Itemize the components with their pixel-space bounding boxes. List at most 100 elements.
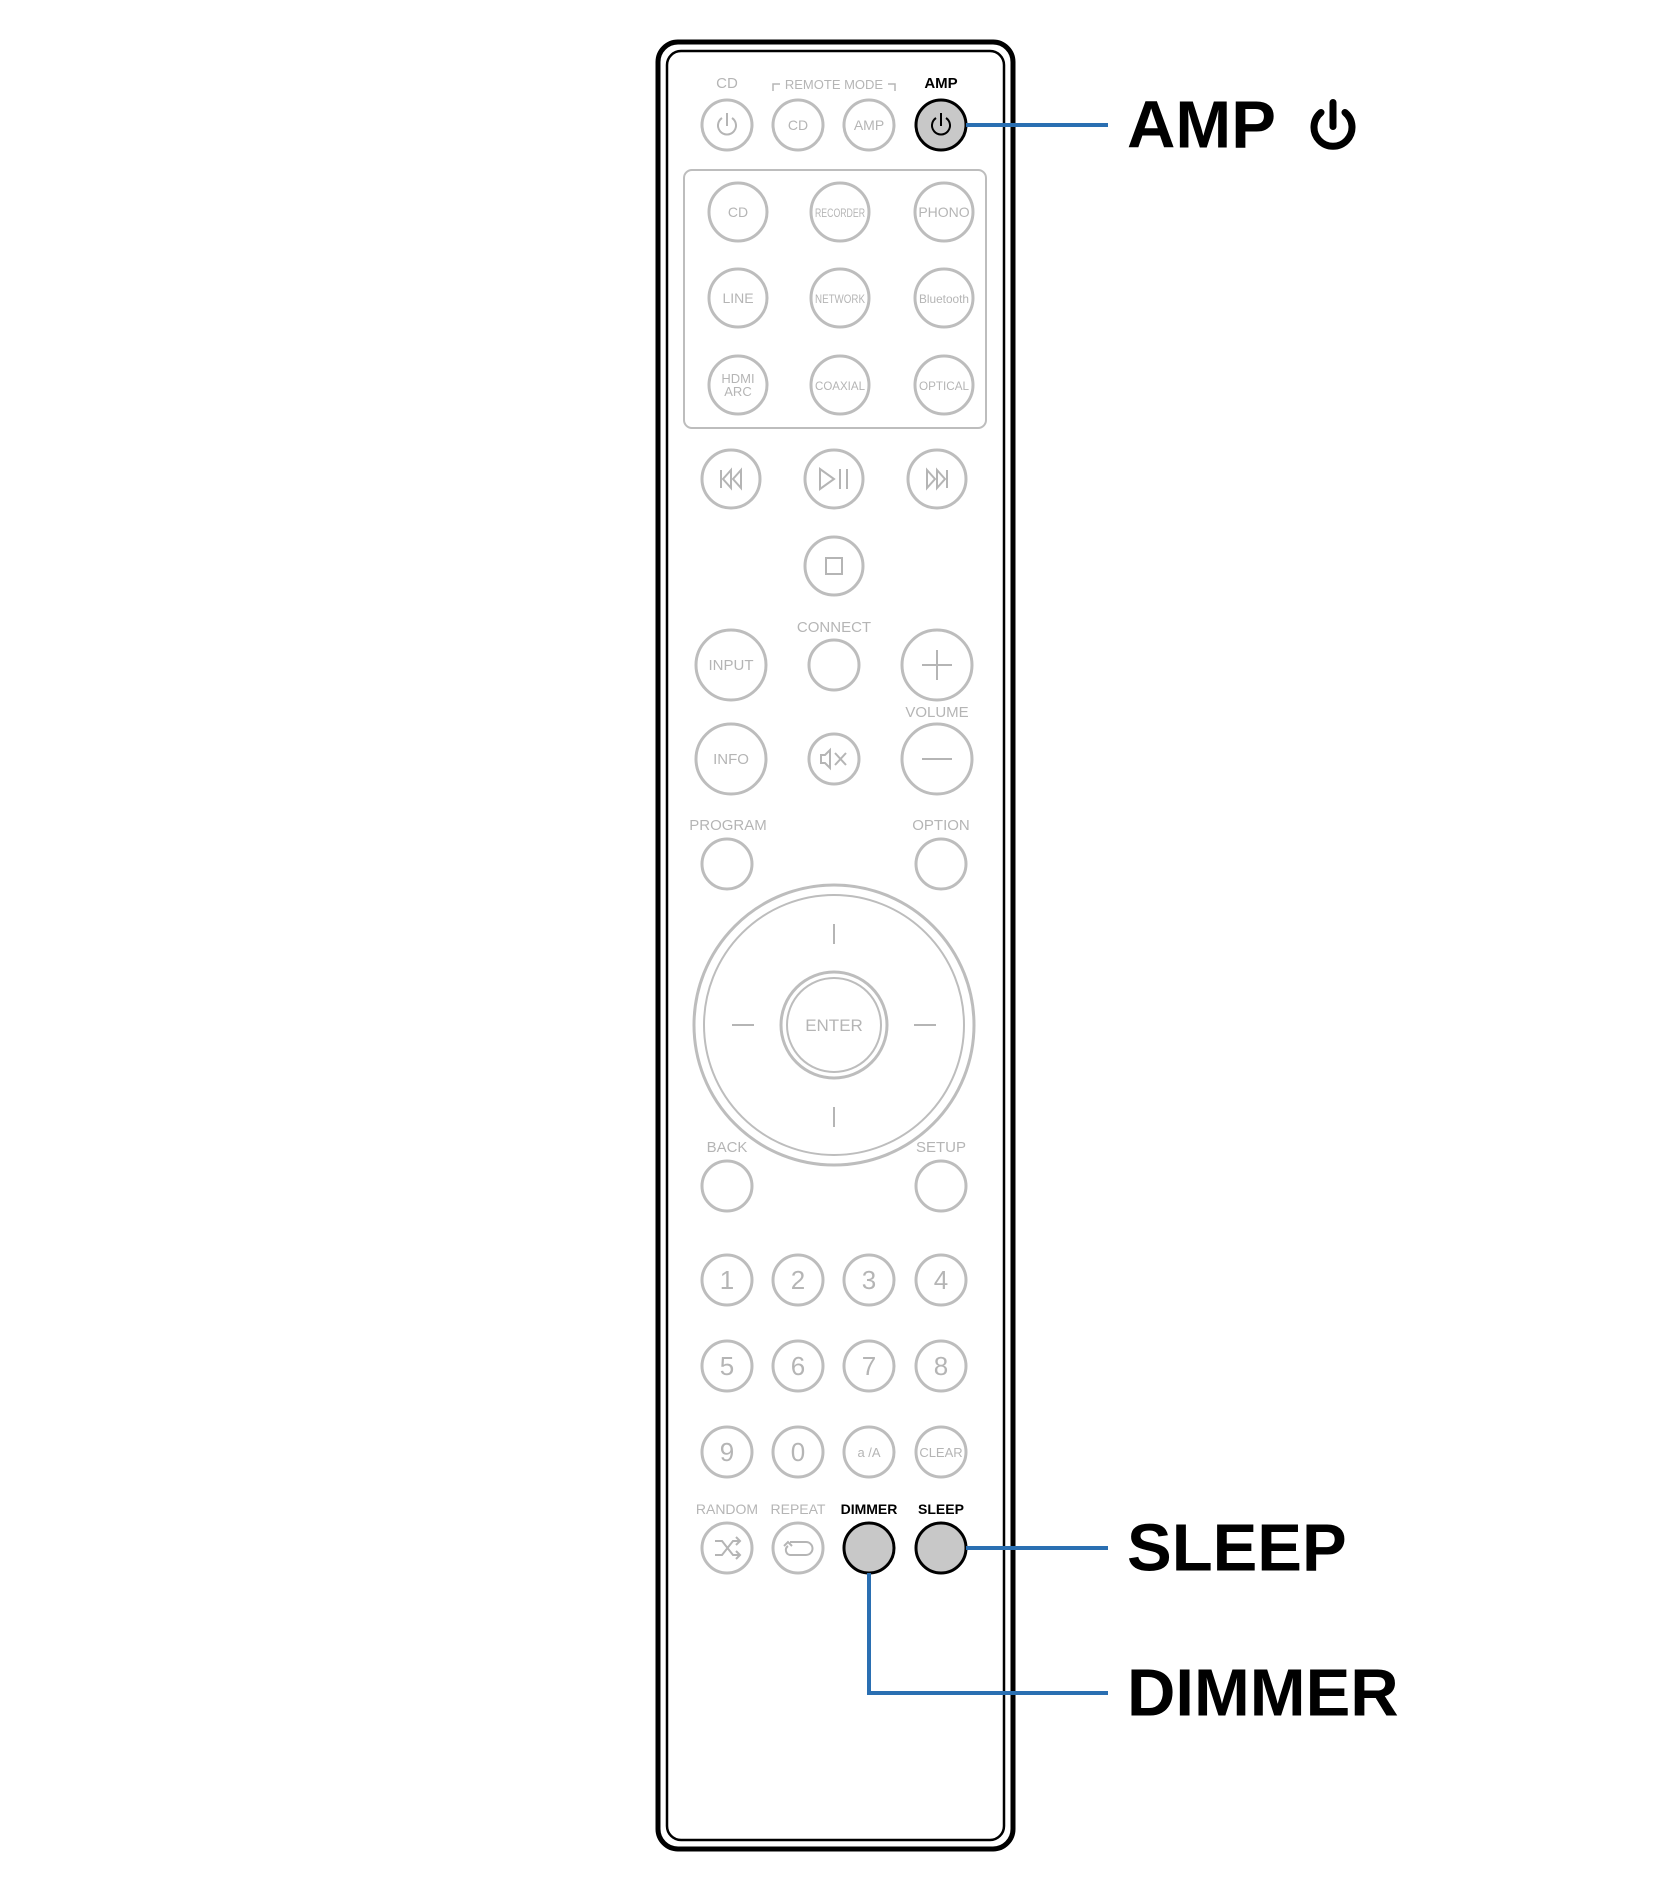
dimmer-callout-line xyxy=(867,1573,1108,1695)
number-key-7[interactable]: 7 xyxy=(842,1339,896,1393)
random-button[interactable] xyxy=(700,1521,754,1575)
source-button-label: RECORDER xyxy=(815,206,865,220)
source-button-phono[interactable]: PHONO xyxy=(913,181,975,243)
dimmer-callout: DIMMER xyxy=(1127,1660,1399,1727)
number-key-label: 7 xyxy=(862,1351,876,1381)
source-button-network[interactable]: NETWORK xyxy=(809,267,871,329)
program-button[interactable] xyxy=(700,837,754,891)
number-key-label: 6 xyxy=(791,1351,805,1381)
volume-down-button[interactable] xyxy=(900,722,974,796)
option-button[interactable] xyxy=(914,837,968,891)
amp-power-callout: AMP xyxy=(1127,92,1359,159)
number-key-a-a[interactable]: a /A xyxy=(842,1425,896,1479)
plus-icon xyxy=(922,650,952,680)
number-key-8[interactable]: 8 xyxy=(914,1339,968,1393)
power-icon xyxy=(931,113,951,136)
number-key-5[interactable]: 5 xyxy=(700,1339,754,1393)
number-key-label: 0 xyxy=(791,1437,805,1467)
skip-forward-button[interactable] xyxy=(906,448,968,510)
remote-mode-cd-label: CD xyxy=(788,117,808,133)
number-key-clear[interactable]: CLEAR xyxy=(914,1425,968,1479)
setup-label: SETUP xyxy=(916,1139,966,1156)
random-label: RANDOM xyxy=(696,1501,758,1517)
number-key-label: a /A xyxy=(857,1445,880,1460)
source-button-label: ARC xyxy=(724,384,751,399)
play-pause-button[interactable] xyxy=(803,448,865,510)
source-button-label: PHONO xyxy=(918,204,969,220)
source-button-label: HDMI xyxy=(721,371,754,386)
number-key-1[interactable]: 1 xyxy=(700,1253,754,1307)
number-key-label: 5 xyxy=(720,1351,734,1381)
program-label: PROGRAM xyxy=(689,817,767,834)
sleep-callout-text: SLEEP xyxy=(1127,1510,1347,1586)
number-key-3[interactable]: 3 xyxy=(842,1253,896,1307)
shuffle-icon xyxy=(715,1536,742,1560)
volume-label: VOLUME xyxy=(905,704,968,721)
source-button-label: CD xyxy=(728,204,748,220)
number-key-label: CLEAR xyxy=(919,1445,962,1460)
repeat-button[interactable] xyxy=(771,1521,825,1575)
source-button-label: LINE xyxy=(722,290,753,306)
amp-power-label: AMP xyxy=(924,75,957,92)
skip-back-icon xyxy=(720,467,742,491)
stop-button[interactable] xyxy=(803,535,865,597)
source-panel xyxy=(683,169,987,429)
skip-forward-icon xyxy=(926,467,948,491)
info-button[interactable]: INFO xyxy=(694,722,768,796)
number-key-9[interactable]: 9 xyxy=(700,1425,754,1479)
source-button-cd[interactable]: CD xyxy=(707,181,769,243)
play-pause-icon xyxy=(819,467,848,491)
source-button-bluetooth[interactable]: Bluetooth xyxy=(913,267,975,329)
number-key-label: 1 xyxy=(720,1265,734,1295)
back-button[interactable] xyxy=(700,1159,754,1213)
number-key-label: 3 xyxy=(862,1265,876,1295)
remote-mode-cd-button[interactable]: CD xyxy=(771,98,825,152)
source-button-line[interactable]: LINE xyxy=(707,267,769,329)
dimmer-callout-text: DIMMER xyxy=(1127,1655,1399,1731)
input-button-label: INPUT xyxy=(709,657,754,674)
enter-button[interactable]: ENTER xyxy=(779,970,889,1080)
remote-mode-amp-button[interactable]: AMP xyxy=(842,98,896,152)
remote-mode-bracket-right xyxy=(888,83,896,91)
source-button-label: OPTICAL xyxy=(919,379,969,393)
dimmer-button[interactable] xyxy=(842,1521,896,1575)
skip-back-button[interactable] xyxy=(700,448,762,510)
number-key-label: 4 xyxy=(934,1265,948,1295)
mute-button[interactable] xyxy=(807,732,861,786)
connect-button[interactable] xyxy=(807,638,861,692)
repeat-label: REPEAT xyxy=(771,1501,826,1517)
amp-power-callout-text: AMP xyxy=(1127,87,1275,163)
power-icon xyxy=(717,113,737,136)
number-key-label: 2 xyxy=(791,1265,805,1295)
amp-power-button[interactable] xyxy=(914,98,968,152)
sleep-label: SLEEP xyxy=(918,1501,964,1517)
enter-button-label: ENTER xyxy=(805,1016,863,1035)
number-key-2[interactable]: 2 xyxy=(771,1253,825,1307)
source-button-label: NETWORK xyxy=(815,292,865,306)
connect-label: CONNECT xyxy=(797,619,871,636)
back-label: BACK xyxy=(707,1139,748,1156)
source-button-optical[interactable]: OPTICAL xyxy=(913,354,975,416)
volume-up-button[interactable] xyxy=(900,628,974,702)
source-button-coaxial[interactable]: COAXIAL xyxy=(809,354,871,416)
number-key-6[interactable]: 6 xyxy=(771,1339,825,1393)
sleep-callout: SLEEP xyxy=(1127,1515,1347,1582)
remote-body-inner xyxy=(665,49,1006,1842)
option-label: OPTION xyxy=(912,817,970,834)
number-key-label: 9 xyxy=(720,1437,734,1467)
number-key-label: 8 xyxy=(934,1351,948,1381)
source-button-grid: CD RECORDER PHONO LINE NETWORK BluetoothHDMIA… xyxy=(707,181,975,416)
number-key-4[interactable]: 4 xyxy=(914,1253,968,1307)
sleep-button[interactable] xyxy=(914,1521,968,1575)
remote-mode-amp-label: AMP xyxy=(854,117,884,133)
source-button-recorder[interactable]: RECORDER xyxy=(809,181,871,243)
power-icon xyxy=(1310,99,1356,150)
number-keypad: 1 2 3 4 5 6 7 8 9 0 a /A CLEAR xyxy=(700,1253,968,1479)
stop-icon xyxy=(825,557,843,575)
setup-button[interactable] xyxy=(914,1159,968,1213)
cd-power-button[interactable] xyxy=(700,98,754,152)
input-button[interactable]: INPUT xyxy=(694,628,768,702)
number-key-0[interactable]: 0 xyxy=(771,1425,825,1479)
